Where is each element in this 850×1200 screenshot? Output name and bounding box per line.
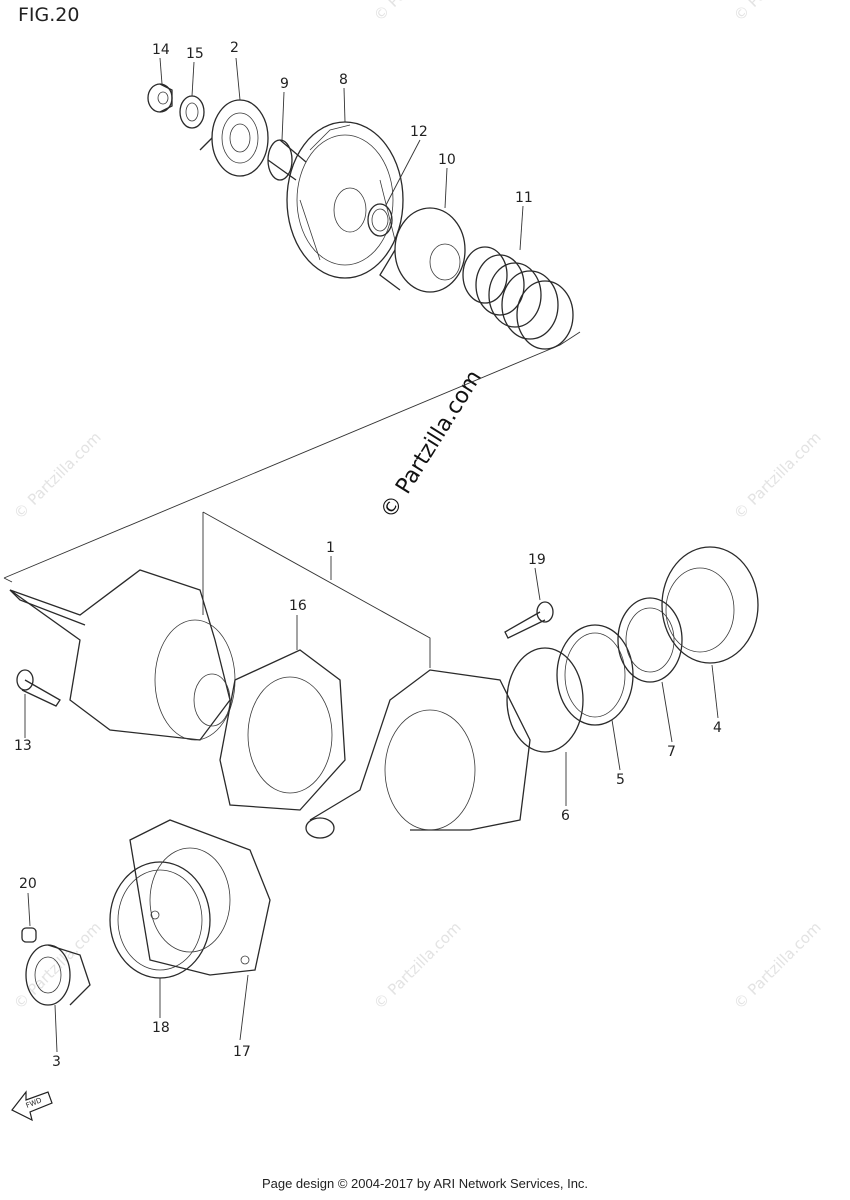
part-20-pin [21, 927, 37, 943]
part-14-nut [147, 83, 173, 113]
part-8-gear [286, 121, 404, 279]
part-3-bearing [25, 944, 91, 1006]
callout-4: 4 [713, 720, 722, 736]
part-17-cover [129, 819, 271, 976]
watermark-tile: © Partzilla.com [370, 918, 465, 1013]
watermark-tile: © Partzilla.com [10, 428, 105, 523]
part-1-final-gear-case [9, 569, 531, 839]
part-9-collar [267, 139, 307, 181]
part-10-cam [379, 207, 466, 293]
part-19-bolt [504, 601, 554, 639]
watermark-tiles: © Partzilla.com © Partzilla.com © Partzi… [10, 0, 825, 1013]
part-4-lock-nut [661, 546, 759, 664]
watermark-main: © Partzilla.com [376, 366, 487, 523]
part-7-seal [617, 597, 683, 683]
footer-copyright: Page design © 2004-2017 by ARI Network S… [261, 1176, 589, 1191]
callout-18: 18 [152, 1020, 170, 1036]
part-15-washer [179, 95, 205, 129]
part-6-o-ring [506, 647, 584, 753]
callout-16: 16 [289, 598, 307, 614]
part-5-spacer [556, 624, 634, 726]
callout-3: 3 [52, 1054, 61, 1070]
callout-1: 1 [326, 540, 335, 556]
callout-5: 5 [616, 772, 625, 788]
callout-labels: 14 15 2 9 8 12 10 11 1 16 19 13 4 7 5 6 … [14, 40, 722, 1070]
callout-20: 20 [19, 876, 37, 892]
callout-9: 9 [280, 76, 289, 92]
callout-14: 14 [152, 42, 170, 58]
callout-6: 6 [561, 808, 570, 824]
watermark-tile: © Partzilla.com [730, 0, 825, 25]
callout-10: 10 [438, 152, 456, 168]
fwd-arrow-icon: FWD [11, 1090, 53, 1122]
part-18-gasket [109, 861, 211, 979]
callout-19: 19 [528, 552, 546, 568]
part-12-circlip [367, 203, 393, 237]
callout-15: 15 [186, 46, 204, 62]
callout-11: 11 [515, 190, 533, 206]
callout-12: 12 [410, 124, 428, 140]
watermark-tile: © Partzilla.com [730, 428, 825, 523]
callout-8: 8 [339, 72, 348, 88]
watermark-tile: © Partzilla.com [10, 918, 105, 1013]
callout-17: 17 [233, 1044, 251, 1060]
part-13-bolt [16, 669, 61, 707]
leader-lines [24, 57, 719, 1053]
part-11-spring [462, 246, 574, 350]
callout-7: 7 [667, 744, 676, 760]
part-16-gasket [219, 649, 346, 811]
figure-title: FIG.20 [18, 4, 80, 26]
watermark-tile: © Partzilla.com [730, 918, 825, 1013]
watermark-tile: © Partzilla.com [370, 0, 465, 25]
callout-2: 2 [230, 40, 239, 56]
part-2-bearing [199, 99, 269, 177]
group-outline [3, 331, 581, 668]
callout-13: 13 [14, 738, 32, 754]
